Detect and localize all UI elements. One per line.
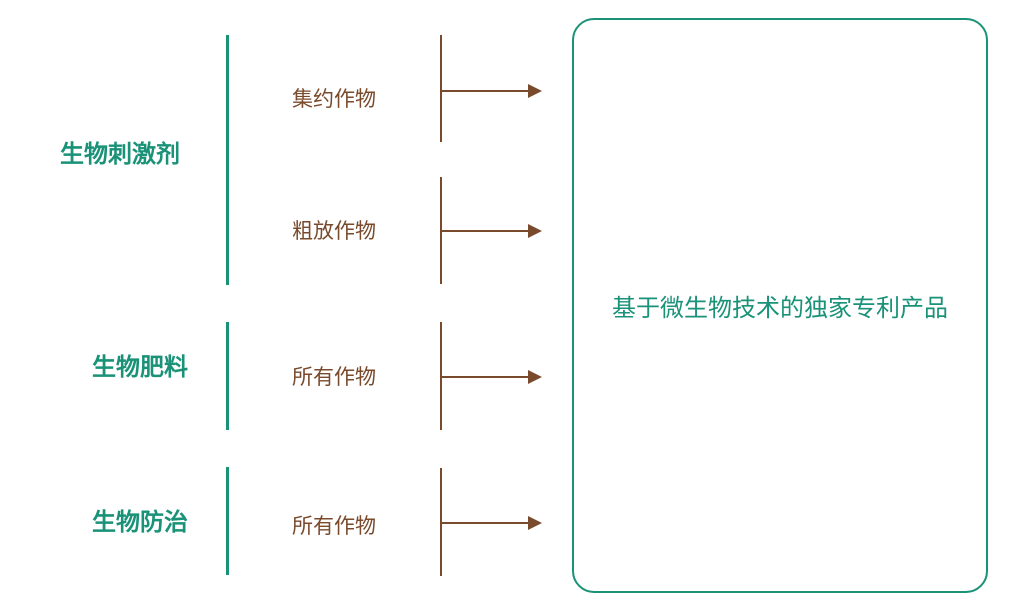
connector-bar-3 (440, 322, 442, 430)
connector-bar-2 (440, 177, 442, 284)
crop-label-extensive: 粗放作物 (292, 219, 376, 243)
category-divider-biofertilizer (226, 322, 229, 430)
arrow-1-line (442, 90, 530, 92)
category-label-biofertilizer: 生物肥料 (92, 353, 188, 381)
crop-label-all-fertilizer: 所有作物 (292, 365, 376, 389)
arrow-3-line (442, 376, 530, 378)
category-divider-biocontrol (226, 467, 229, 575)
product-label: 基于微生物技术的独家专利产品 (612, 294, 948, 322)
arrow-1-head (528, 84, 542, 98)
arrow-2-line (442, 230, 530, 232)
category-divider-biostimulant (226, 35, 229, 285)
arrow-3-head (528, 370, 542, 384)
connector-bar-1 (440, 35, 442, 142)
crop-label-intensive: 集约作物 (292, 87, 376, 111)
arrow-4-head (528, 516, 542, 530)
product-box: 基于微生物技术的独家专利产品 (572, 18, 988, 593)
arrow-2-head (528, 224, 542, 238)
connector-bar-4 (440, 468, 442, 576)
category-label-biocontrol: 生物防治 (92, 508, 188, 536)
crop-label-all-control: 所有作物 (292, 514, 376, 538)
arrow-4-line (442, 522, 530, 524)
category-label-biostimulant: 生物刺激剂 (60, 140, 180, 168)
